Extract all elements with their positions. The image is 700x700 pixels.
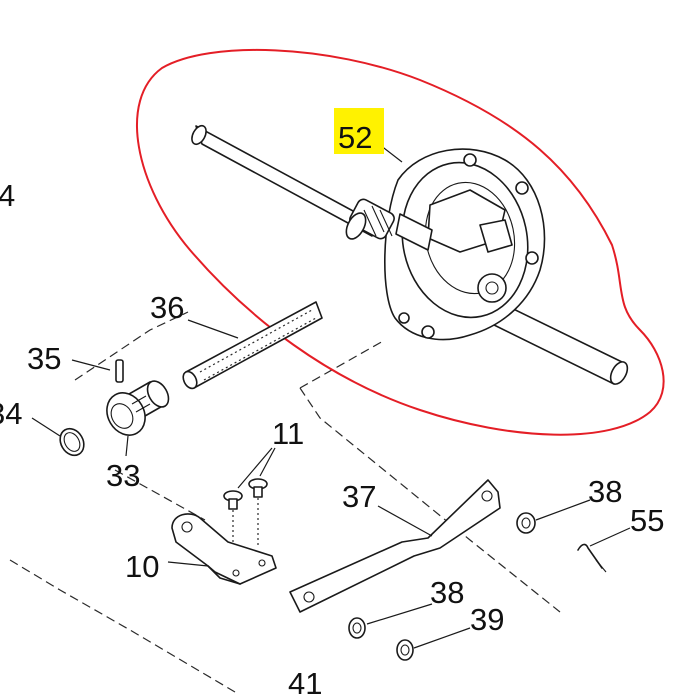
- part-11-screws: [223, 478, 268, 545]
- callout-leaders: [31, 144, 631, 649]
- callout-labels: 52 36 35 34 33 11 10 37 38 55 38 39 41 4: [0, 120, 664, 700]
- callout-35: 35: [27, 341, 61, 376]
- part-36-drive-shaft: [182, 301, 323, 390]
- part-38-washer-lower: [348, 617, 366, 639]
- highlight-circle: [136, 48, 665, 436]
- callout-38-upper: 38: [588, 474, 622, 509]
- callout-10: 10: [125, 549, 159, 584]
- assembly-reference-lines: [9, 311, 561, 693]
- callout-52: 52: [338, 120, 372, 155]
- part-55-cotter-pin: [577, 543, 607, 573]
- callout-52-highlight: [334, 108, 384, 154]
- part-37-arm: [289, 479, 501, 613]
- part-52-transaxle: [191, 124, 629, 385]
- part-33-coupling: [106, 380, 170, 436]
- callout-41: 41: [288, 666, 322, 700]
- callout-55: 55: [630, 503, 664, 538]
- part-10-bracket: [171, 513, 277, 585]
- part-35-pin: [115, 359, 124, 383]
- callout-39: 39: [470, 602, 504, 637]
- callout-38-lower: 38: [430, 575, 464, 610]
- callout-33: 33: [106, 458, 140, 493]
- callout-4-edge: 4: [0, 178, 15, 213]
- callout-34: 34: [0, 396, 22, 431]
- part-39-clip: [396, 639, 414, 661]
- callout-36: 36: [150, 290, 184, 325]
- callout-11: 11: [272, 416, 304, 451]
- part-38-washer-upper: [516, 512, 536, 534]
- part-34-snap-ring: [59, 427, 85, 457]
- callout-37: 37: [342, 479, 376, 514]
